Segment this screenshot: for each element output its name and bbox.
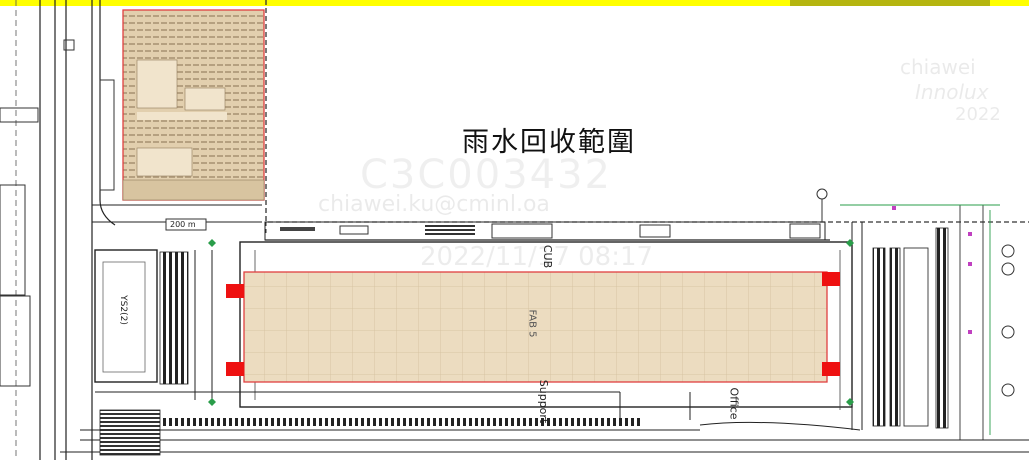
office-label: Office (727, 387, 741, 420)
utility-strip (264, 221, 826, 241)
fab-area-highlight (243, 271, 828, 383)
right-hatch-column-2 (889, 247, 901, 427)
watermark-email: chiawei.ku@cminl.oa (318, 192, 550, 217)
marker-left-bottom (226, 362, 244, 376)
top-banner-strip (0, 0, 1029, 6)
support-label: Support (537, 379, 551, 424)
left-road-lines (39, 0, 93, 460)
watermark-user: chiawei (900, 55, 976, 79)
right-hatch-column-1 (872, 247, 886, 427)
watermark-year: 2022 (955, 104, 1001, 125)
watermark-brand: Innolux (915, 80, 989, 104)
bottom-hatch-strip (160, 418, 640, 426)
ys2-label: YS2(2) (117, 295, 128, 325)
cub-label: CUB (541, 244, 555, 269)
watermark-code: C3C003432 (360, 152, 613, 198)
fab-label: FAB 5 (526, 309, 538, 338)
left-hatch-column (159, 251, 189, 385)
scale-label: 200 m (170, 220, 196, 229)
right-hatch-column-3 (935, 227, 949, 429)
marker-right-bottom (822, 362, 840, 376)
rainwater-range-title: 雨水回收範圍 (462, 127, 636, 158)
marker-right-top (822, 272, 840, 286)
marker-left-top (226, 284, 244, 298)
left-building (94, 249, 158, 383)
watermark-date: 2022/11/17 08:17 (420, 242, 654, 272)
top-right-mark (790, 0, 990, 6)
